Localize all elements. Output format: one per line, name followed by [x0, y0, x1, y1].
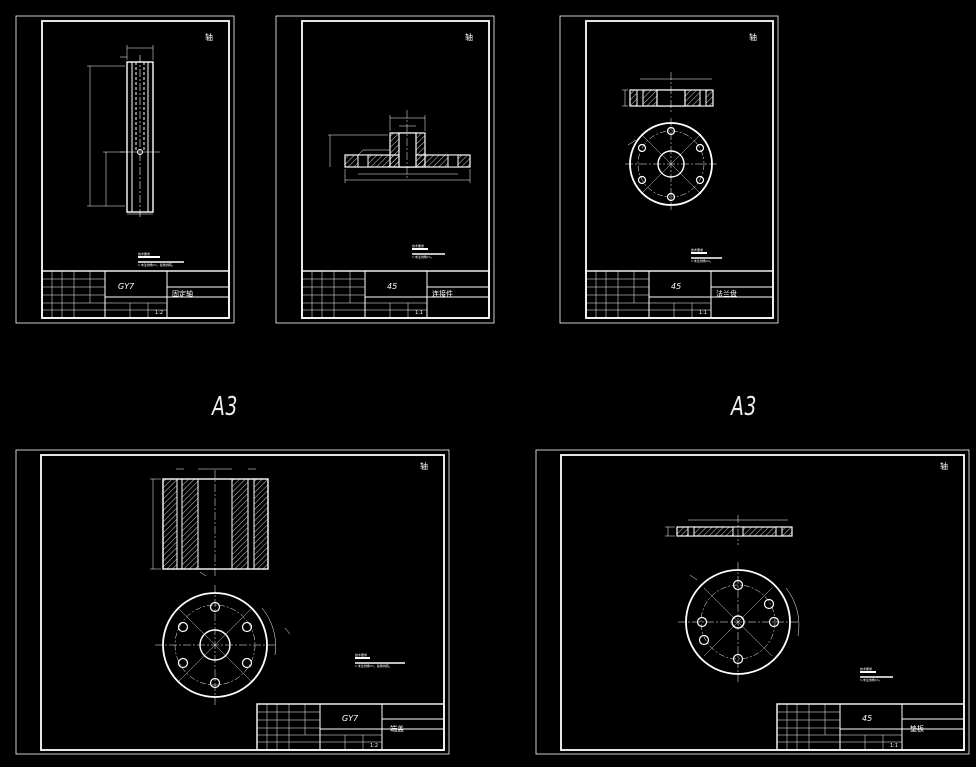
title-part-name: 连接件: [432, 289, 453, 298]
sheet-inner-frame: [41, 20, 230, 319]
notes-detail: 1.未注倒角C1。: [860, 677, 882, 682]
title-part-name: 法兰盘: [716, 289, 737, 298]
drawing-sheet-5[interactable]: 轴: [535, 449, 970, 755]
notes-detail: 1.未注倒角C1，棱角倒钝。: [138, 262, 175, 267]
sheet-size-label-a3-right: A3: [731, 392, 758, 422]
plate-top-view: [678, 562, 800, 682]
title-block: [301, 270, 490, 319]
shaft-front-view: [87, 45, 160, 218]
flange-section-view: [622, 72, 714, 112]
sheet-size-label-a3-left: A3: [212, 392, 239, 422]
sheet-corner-note: 轴: [420, 461, 428, 471]
flange-top-view: [625, 118, 717, 210]
drawing-sheet-3[interactable]: 轴: [559, 15, 779, 324]
plate-section-view: [665, 515, 793, 545]
title-material: GY7: [118, 282, 135, 291]
notes-title: 技术要求: [355, 652, 367, 657]
title-scale: 1:2: [155, 310, 163, 316]
sheet-corner-note: 轴: [749, 32, 757, 42]
sheet-corner-note: 轴: [205, 32, 213, 42]
notes-detail: 1.未注倒角C1。: [412, 254, 434, 259]
notes-title: 技术要求: [691, 247, 703, 252]
sheet-corner-note: 轴: [465, 32, 473, 42]
drawing-sheet-2[interactable]: 轴: [275, 15, 495, 324]
sheet-corner-note: 轴: [940, 461, 948, 471]
notes-title: 技术要求: [860, 666, 872, 671]
title-part-name: 垫板: [910, 724, 924, 733]
notes-title: 技术要求: [138, 251, 150, 256]
title-material: 45: [862, 714, 872, 723]
sleeve-section-view: [328, 110, 471, 183]
notes-detail: 1.未注倒角C1，棱角倒钝。: [355, 663, 392, 668]
title-block: [256, 703, 445, 751]
title-material: GY7: [342, 714, 359, 723]
notes-title: 技术要求: [412, 243, 424, 248]
drawing-sheet-1[interactable]: 轴: [15, 15, 235, 324]
title-part-name: 固定轴: [172, 289, 193, 298]
sheet-outer-border: [15, 15, 235, 324]
endcap-section-view: [150, 468, 269, 578]
notes-detail: 1.未注倒角C1。: [691, 258, 713, 263]
title-part-name: 端盖: [390, 724, 404, 733]
drawing-sheet-4[interactable]: 轴: [15, 449, 450, 755]
title-scale: 1:1: [415, 310, 423, 316]
title-block: [776, 703, 965, 751]
title-scale: 1:2: [370, 743, 378, 749]
title-block: [585, 270, 774, 319]
title-scale: 1:1: [699, 310, 707, 316]
title-material: 45: [671, 282, 681, 291]
title-material: 45: [387, 282, 397, 291]
title-scale: 1:1: [890, 743, 898, 749]
title-block: [41, 270, 230, 319]
endcap-top-view: [155, 585, 291, 705]
